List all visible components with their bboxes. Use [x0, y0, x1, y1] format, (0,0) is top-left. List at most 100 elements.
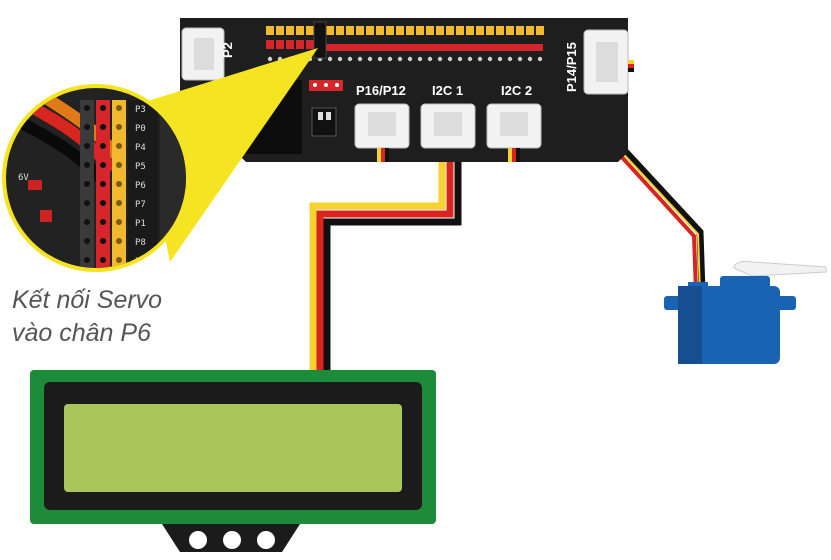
header-pin-yellow	[526, 26, 534, 35]
header-pin-yellow	[466, 26, 474, 35]
lcd-cable	[309, 150, 462, 385]
header-pin-yellow	[486, 26, 494, 35]
header-pin-yellow	[436, 26, 444, 35]
inset-pin-hole	[84, 162, 90, 168]
inset-pin-hole	[116, 124, 122, 130]
inset-pin-hole	[84, 200, 90, 206]
header-pin-dot	[427, 56, 433, 62]
header-pin-red	[306, 40, 314, 49]
lcd-pin-hole	[189, 531, 207, 549]
header-pin-yellow	[366, 26, 374, 35]
p16-p12-label: P16/P12	[356, 83, 406, 98]
header-pin-dot	[327, 56, 333, 62]
header-pin-yellow	[306, 26, 314, 35]
header-pin-dot	[537, 56, 543, 62]
header-pin-yellow	[296, 26, 304, 35]
inset-pin-label: P3	[135, 105, 146, 115]
inset-pin-hole	[100, 257, 106, 263]
header-pin-dot	[347, 56, 353, 62]
header-pin-dot	[387, 56, 393, 62]
servo-motor	[664, 260, 827, 364]
header-pin-yellow	[376, 26, 384, 35]
header-pin-dot	[497, 56, 503, 62]
expansion-board: P2 P16/P12 I2C 1 I2C 2	[180, 18, 634, 162]
lcd-display	[30, 370, 436, 552]
i2c1-port[interactable]	[420, 103, 476, 149]
inset-pin-hole	[116, 238, 122, 244]
inset-pin-hole	[116, 105, 122, 111]
header-pin-yellow	[276, 26, 284, 35]
header-pin-dot	[397, 56, 403, 62]
inset-pin-label: P6	[135, 181, 146, 191]
inset-pin-label: P8	[135, 238, 146, 248]
header-pin-dot	[377, 56, 383, 62]
inset-pin-hole	[116, 219, 122, 225]
header-pin-red	[296, 40, 304, 49]
header-pin-dot	[467, 56, 473, 62]
header-pin-dot	[487, 56, 493, 62]
i2c1-label: I2C 1	[432, 83, 463, 98]
p14-p15-label: P14/P15	[564, 42, 579, 92]
inset-pin-hole	[116, 181, 122, 187]
p16-p12-port[interactable]	[354, 103, 410, 149]
header-pin-dot	[517, 56, 523, 62]
inset-pin-hole	[100, 105, 106, 111]
inset-pin-hole	[84, 124, 90, 130]
header-pin-yellow	[326, 26, 334, 35]
inset-pin-hole	[84, 257, 90, 263]
header-pin-yellow	[476, 26, 484, 35]
header-pin-dot	[507, 56, 513, 62]
header-pin-dot	[357, 56, 363, 62]
inset-pin-label: P4	[135, 143, 146, 153]
header-pin-yellow	[406, 26, 414, 35]
inset-pin-hole	[116, 143, 122, 149]
inset-pin-label: P7	[135, 200, 146, 210]
header-pin-yellow	[446, 26, 454, 35]
lcd-screen	[64, 404, 402, 492]
header-pin-yellow	[416, 26, 424, 35]
inset-pin-hole	[84, 219, 90, 225]
header-pin-dot	[437, 56, 443, 62]
header-pin-dot	[477, 56, 483, 62]
inset-pin-hole	[84, 238, 90, 244]
header-pin-yellow	[266, 26, 274, 35]
header-pin-red	[276, 40, 284, 49]
header-pin-dot	[457, 56, 463, 62]
inset-pin-hole	[84, 105, 90, 111]
lcd-pin-hole	[223, 531, 241, 549]
header-pin-yellow	[456, 26, 464, 35]
p2-label: P2	[220, 42, 235, 58]
header-pin-yellow	[536, 26, 544, 35]
inset-pin-hole	[116, 162, 122, 168]
inset-pin-label: P5	[135, 162, 146, 172]
caption-line-2: vào chân P6	[12, 319, 151, 347]
inset-pin-hole	[100, 124, 106, 130]
inset-pin-hole	[100, 200, 106, 206]
inset-pin-label: P1	[135, 219, 146, 229]
header-pin-dot	[527, 56, 533, 62]
inset-pin-hole	[100, 219, 106, 225]
i2c2-label: I2C 2	[501, 83, 532, 98]
header-pin-yellow	[346, 26, 354, 35]
header-pin-yellow	[426, 26, 434, 35]
header-pin-yellow	[516, 26, 524, 35]
header-pin-dot	[267, 56, 273, 62]
i2c2-port[interactable]	[486, 103, 542, 149]
inset-pin-hole	[116, 257, 122, 263]
header-pin-dot	[447, 56, 453, 62]
inset-pin-hole	[84, 143, 90, 149]
header-pin-yellow	[356, 26, 364, 35]
caption-line-1: Kết nối Servo	[12, 286, 163, 314]
header-pin-yellow	[386, 26, 394, 35]
header-pin-dot	[337, 56, 343, 62]
inset-pin-hole	[100, 162, 106, 168]
header-pin-dot	[407, 56, 413, 62]
inset-pin-hole	[116, 200, 122, 206]
header-pin-dot	[417, 56, 423, 62]
inset-6v-label: 6V	[18, 173, 29, 183]
header-pin-yellow	[496, 26, 504, 35]
inset-pin-hole	[100, 181, 106, 187]
inset-pin-hole	[100, 143, 106, 149]
